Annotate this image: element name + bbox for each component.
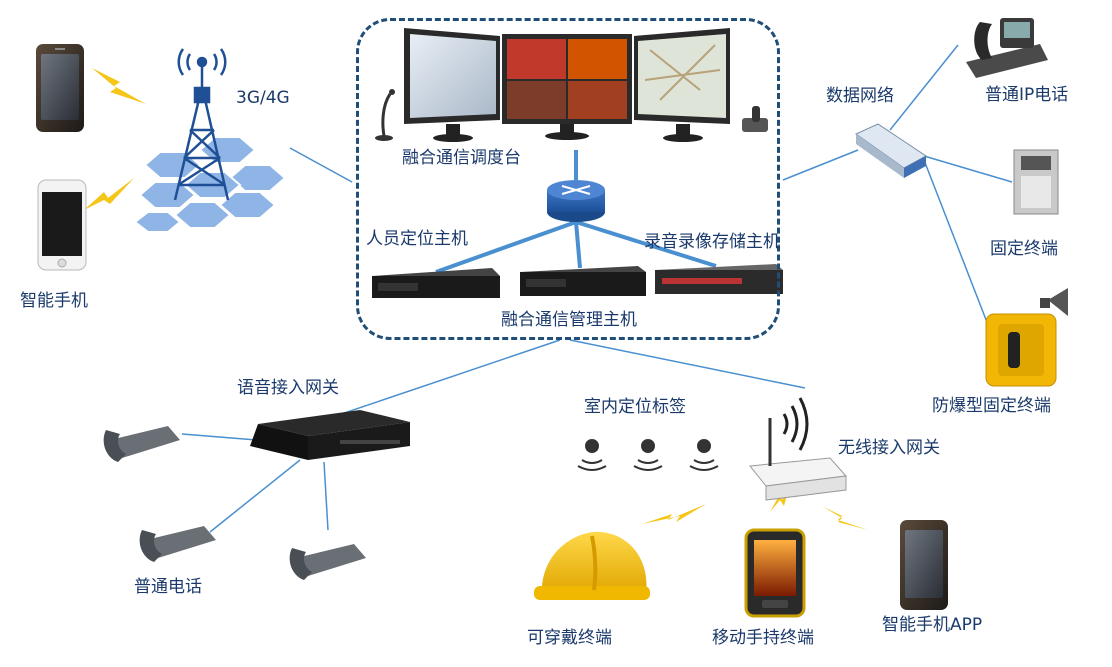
line-hub-wirelessgateway bbox=[569, 339, 806, 389]
label-recording-storage-host: 录音录像存储主机 bbox=[644, 232, 780, 252]
label-handheld-terminal: 移动手持终端 bbox=[712, 628, 814, 648]
explosion-proof-phone-icon bbox=[985, 288, 1068, 387]
line-gw-phone1 bbox=[181, 433, 257, 441]
desk-phone-icon bbox=[742, 106, 768, 132]
line-cellular-hub bbox=[289, 147, 353, 183]
line-switch-ipphone bbox=[889, 44, 959, 131]
label-smartphone-app: 智能手机APP bbox=[882, 615, 983, 635]
line-hub-switch bbox=[782, 149, 859, 181]
line-gw-phone3 bbox=[323, 461, 329, 531]
label-cellular: 3G/4G bbox=[236, 88, 290, 108]
server-icon bbox=[372, 268, 500, 298]
door-intercom-icon bbox=[1013, 149, 1059, 215]
line-switch-fixed bbox=[923, 155, 1013, 183]
label-wireless-gateway: 无线接入网关 bbox=[838, 438, 940, 458]
line-gw-phone2 bbox=[209, 459, 301, 533]
lightning-icon bbox=[642, 504, 706, 524]
smartphone-icon bbox=[36, 44, 84, 132]
rugged-handheld-icon bbox=[744, 528, 806, 618]
label-management-host: 融合通信管理主机 bbox=[501, 310, 637, 330]
coverage-hex-cells bbox=[133, 136, 287, 233]
desk-phone-icon bbox=[103, 426, 180, 462]
label-explosion-proof-terminal: 防爆型固定终端 bbox=[932, 396, 1051, 416]
desk-phone-icon bbox=[289, 544, 366, 580]
voice-gateway-device bbox=[250, 410, 410, 460]
label-smartphone-left: 智能手机 bbox=[20, 291, 88, 311]
label-fixed-terminal: 固定终端 bbox=[990, 239, 1058, 259]
microphone-icon bbox=[375, 89, 395, 141]
desk-phone-icon bbox=[966, 18, 1048, 78]
desk-phone-icon bbox=[139, 526, 216, 562]
line-switch-explosionproof bbox=[923, 159, 991, 331]
wireless-gateway-device bbox=[749, 418, 848, 501]
hub-internal-links bbox=[435, 150, 717, 274]
label-ordinary-phone: 普通电话 bbox=[134, 577, 202, 597]
location-tag-icon bbox=[633, 439, 663, 471]
label-voice-gateway: 语音接入网关 bbox=[237, 378, 339, 398]
label-indoor-tags: 室内定位标签 bbox=[584, 397, 686, 417]
lightning-icon bbox=[84, 178, 134, 210]
smart-helmet-icon bbox=[534, 531, 650, 600]
network-switch-icon bbox=[855, 123, 927, 178]
smartphone-icon bbox=[900, 520, 948, 610]
fusion-comm-hub-boundary bbox=[356, 18, 780, 340]
label-data-network: 数据网络 bbox=[826, 86, 894, 106]
server-icon bbox=[520, 266, 646, 296]
label-wearable-terminal: 可穿戴终端 bbox=[527, 628, 612, 648]
lightning-icon bbox=[92, 68, 146, 104]
location-tag-icon bbox=[577, 439, 607, 471]
router-icon bbox=[547, 180, 605, 222]
dispatch-console-monitors bbox=[404, 28, 730, 142]
lightning-icon bbox=[822, 506, 868, 530]
cell-tower-icon bbox=[173, 48, 230, 201]
label-dispatch-console: 融合通信调度台 bbox=[402, 148, 521, 168]
wifi-signal-icon bbox=[782, 397, 809, 451]
server-icon bbox=[655, 264, 783, 294]
label-personnel-positioning-host: 人员定位主机 bbox=[366, 229, 468, 249]
location-tag-icon bbox=[689, 439, 719, 471]
label-ip-phone: 普通IP电话 bbox=[985, 85, 1069, 105]
smartphone-icon bbox=[37, 179, 87, 271]
